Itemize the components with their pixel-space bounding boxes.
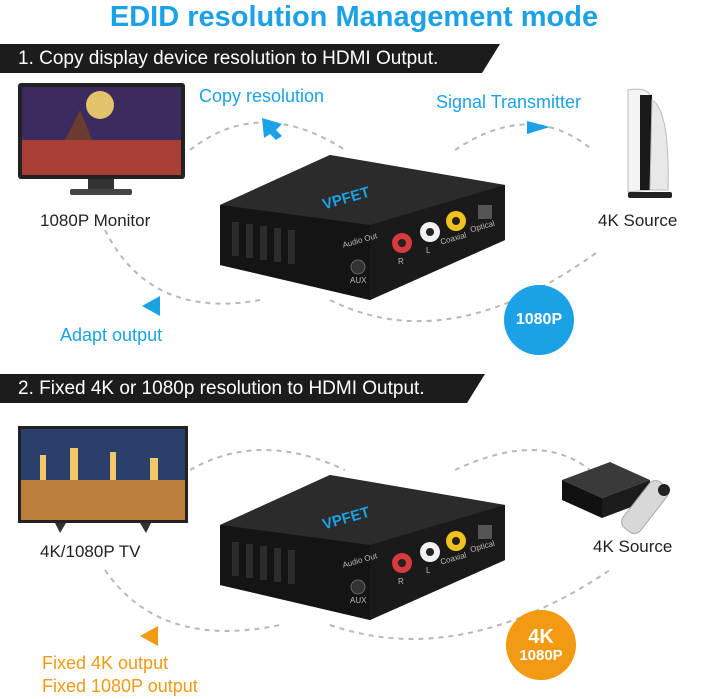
copy-resolution-label: Copy resolution xyxy=(199,86,325,106)
fixed-output-arrow-icon xyxy=(140,626,158,646)
device2-port-label-l: L xyxy=(426,566,431,575)
resolution-badge-1080p: 1080P xyxy=(504,285,574,355)
monitor-icon xyxy=(18,83,185,195)
copy-arrow-icon xyxy=(262,118,282,140)
resolution-badge-4k-1080p: 4K 1080P xyxy=(506,610,576,680)
signal-path-loops xyxy=(104,121,611,640)
converter-device-2 xyxy=(220,475,505,620)
badge-line1: 4K xyxy=(528,625,554,648)
section2-heading: 2. Fixed 4K or 1080p resolution to HDMI … xyxy=(0,374,485,403)
fixed-4k-label: Fixed 4K output xyxy=(42,653,169,673)
tv-label: 4K/1080P TV xyxy=(40,542,141,561)
ps5-console-icon xyxy=(627,88,672,198)
device1-port-label-l: L xyxy=(426,246,431,255)
adapt-arrow-icon xyxy=(142,296,160,316)
section1-heading: 1. Copy display device resolution to HDM… xyxy=(0,44,500,73)
tv-icon xyxy=(18,426,188,533)
badge-line2: 1080P xyxy=(519,646,563,664)
converter-device-1 xyxy=(220,155,505,300)
remote-control-icon xyxy=(621,480,670,534)
signal-arrow-icon xyxy=(527,121,550,134)
page-title: EDID resolution Management mode xyxy=(109,1,599,33)
monitor-label: 1080P Monitor xyxy=(40,211,151,230)
source-label-1: 4K Source xyxy=(598,211,678,230)
badge-text: 1080P xyxy=(515,311,563,329)
signal-transmitter-label: Signal Transmitter xyxy=(436,92,582,112)
fixed-1080p-label: Fixed 1080P output xyxy=(42,676,198,696)
device1-port-label-r: R xyxy=(398,257,404,266)
source-label-2: 4K Source xyxy=(593,537,673,556)
device1-port-label-aux: AUX xyxy=(350,276,367,285)
adapt-output-label: Adapt output xyxy=(60,325,163,345)
streaming-box-icon xyxy=(562,462,650,518)
device2-port-label-aux: AUX xyxy=(350,596,367,605)
device2-port-label-r: R xyxy=(398,577,404,586)
